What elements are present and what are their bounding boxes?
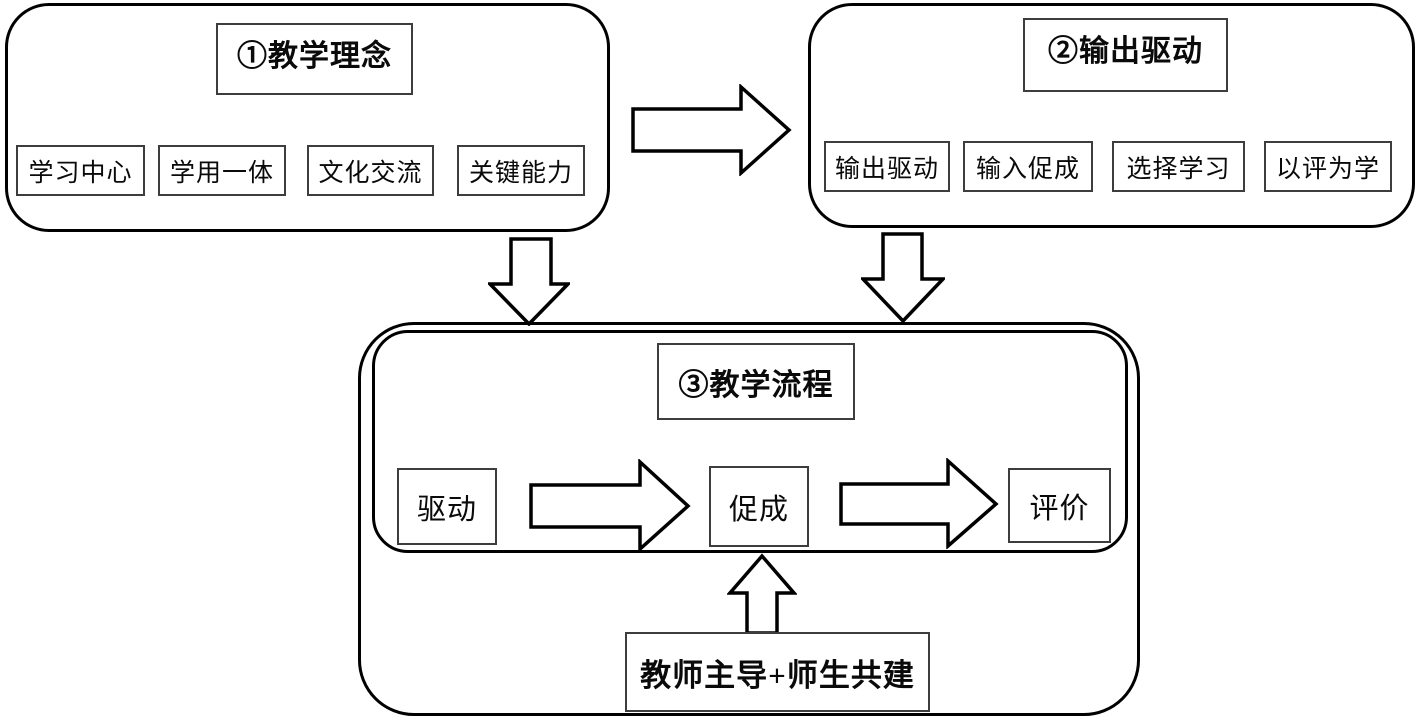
panel1-item-learning-using-integration: 学用一体 — [158, 145, 286, 196]
panel2-item-selective-learning: 选择学习 — [1112, 141, 1245, 192]
panel1-item-cultural-exchange: 文化交流 — [307, 145, 434, 196]
panel3-title: ③教学流程 — [678, 368, 834, 402]
flow-arrow-right-icon-2 — [838, 458, 999, 549]
panel1-title: ①教学理念 — [237, 40, 392, 73]
arrow-down-left-icon — [488, 237, 570, 326]
panel2-title-box: ②输出驱动 — [1023, 18, 1228, 92]
panel2-title: ②输出驱动 — [1048, 35, 1203, 68]
panel1-title-box: ①教学理念 — [216, 23, 413, 95]
flow-step-enable: 促成 — [709, 466, 809, 547]
support-teacher-led-box: 教师主导+师生共建 — [625, 632, 930, 712]
panel1-item-key-competence: 关键能力 — [457, 145, 585, 196]
flow-step-drive: 驱动 — [397, 468, 497, 545]
flow-arrow-right-icon-1 — [528, 459, 691, 552]
flow-step-assess: 评价 — [1008, 468, 1111, 543]
panel2-item-output-driven: 输出驱动 — [824, 141, 950, 192]
panel1-item-learning-center: 学习中心 — [16, 145, 145, 196]
arrow-down-right-icon — [861, 232, 945, 323]
arrow-right-icon — [630, 84, 792, 176]
panel-teaching-philosophy: ①教学理念 学习中心 学用一体 文化交流 关键能力 — [5, 3, 610, 232]
panel-output-driven: ②输出驱动 输出驱动 输入促成 选择学习 以评为学 — [808, 3, 1415, 228]
panel3-title-box: ③教学流程 — [657, 343, 855, 420]
panel-teaching-process-outer: ③教学流程 驱动 促成 评价 教师主导+师生共建 — [358, 322, 1140, 716]
panel2-item-input-enabled: 输入促成 — [963, 141, 1093, 192]
arrow-up-icon — [727, 553, 797, 635]
panel2-item-assessment-as-learning: 以评为学 — [1264, 141, 1392, 192]
